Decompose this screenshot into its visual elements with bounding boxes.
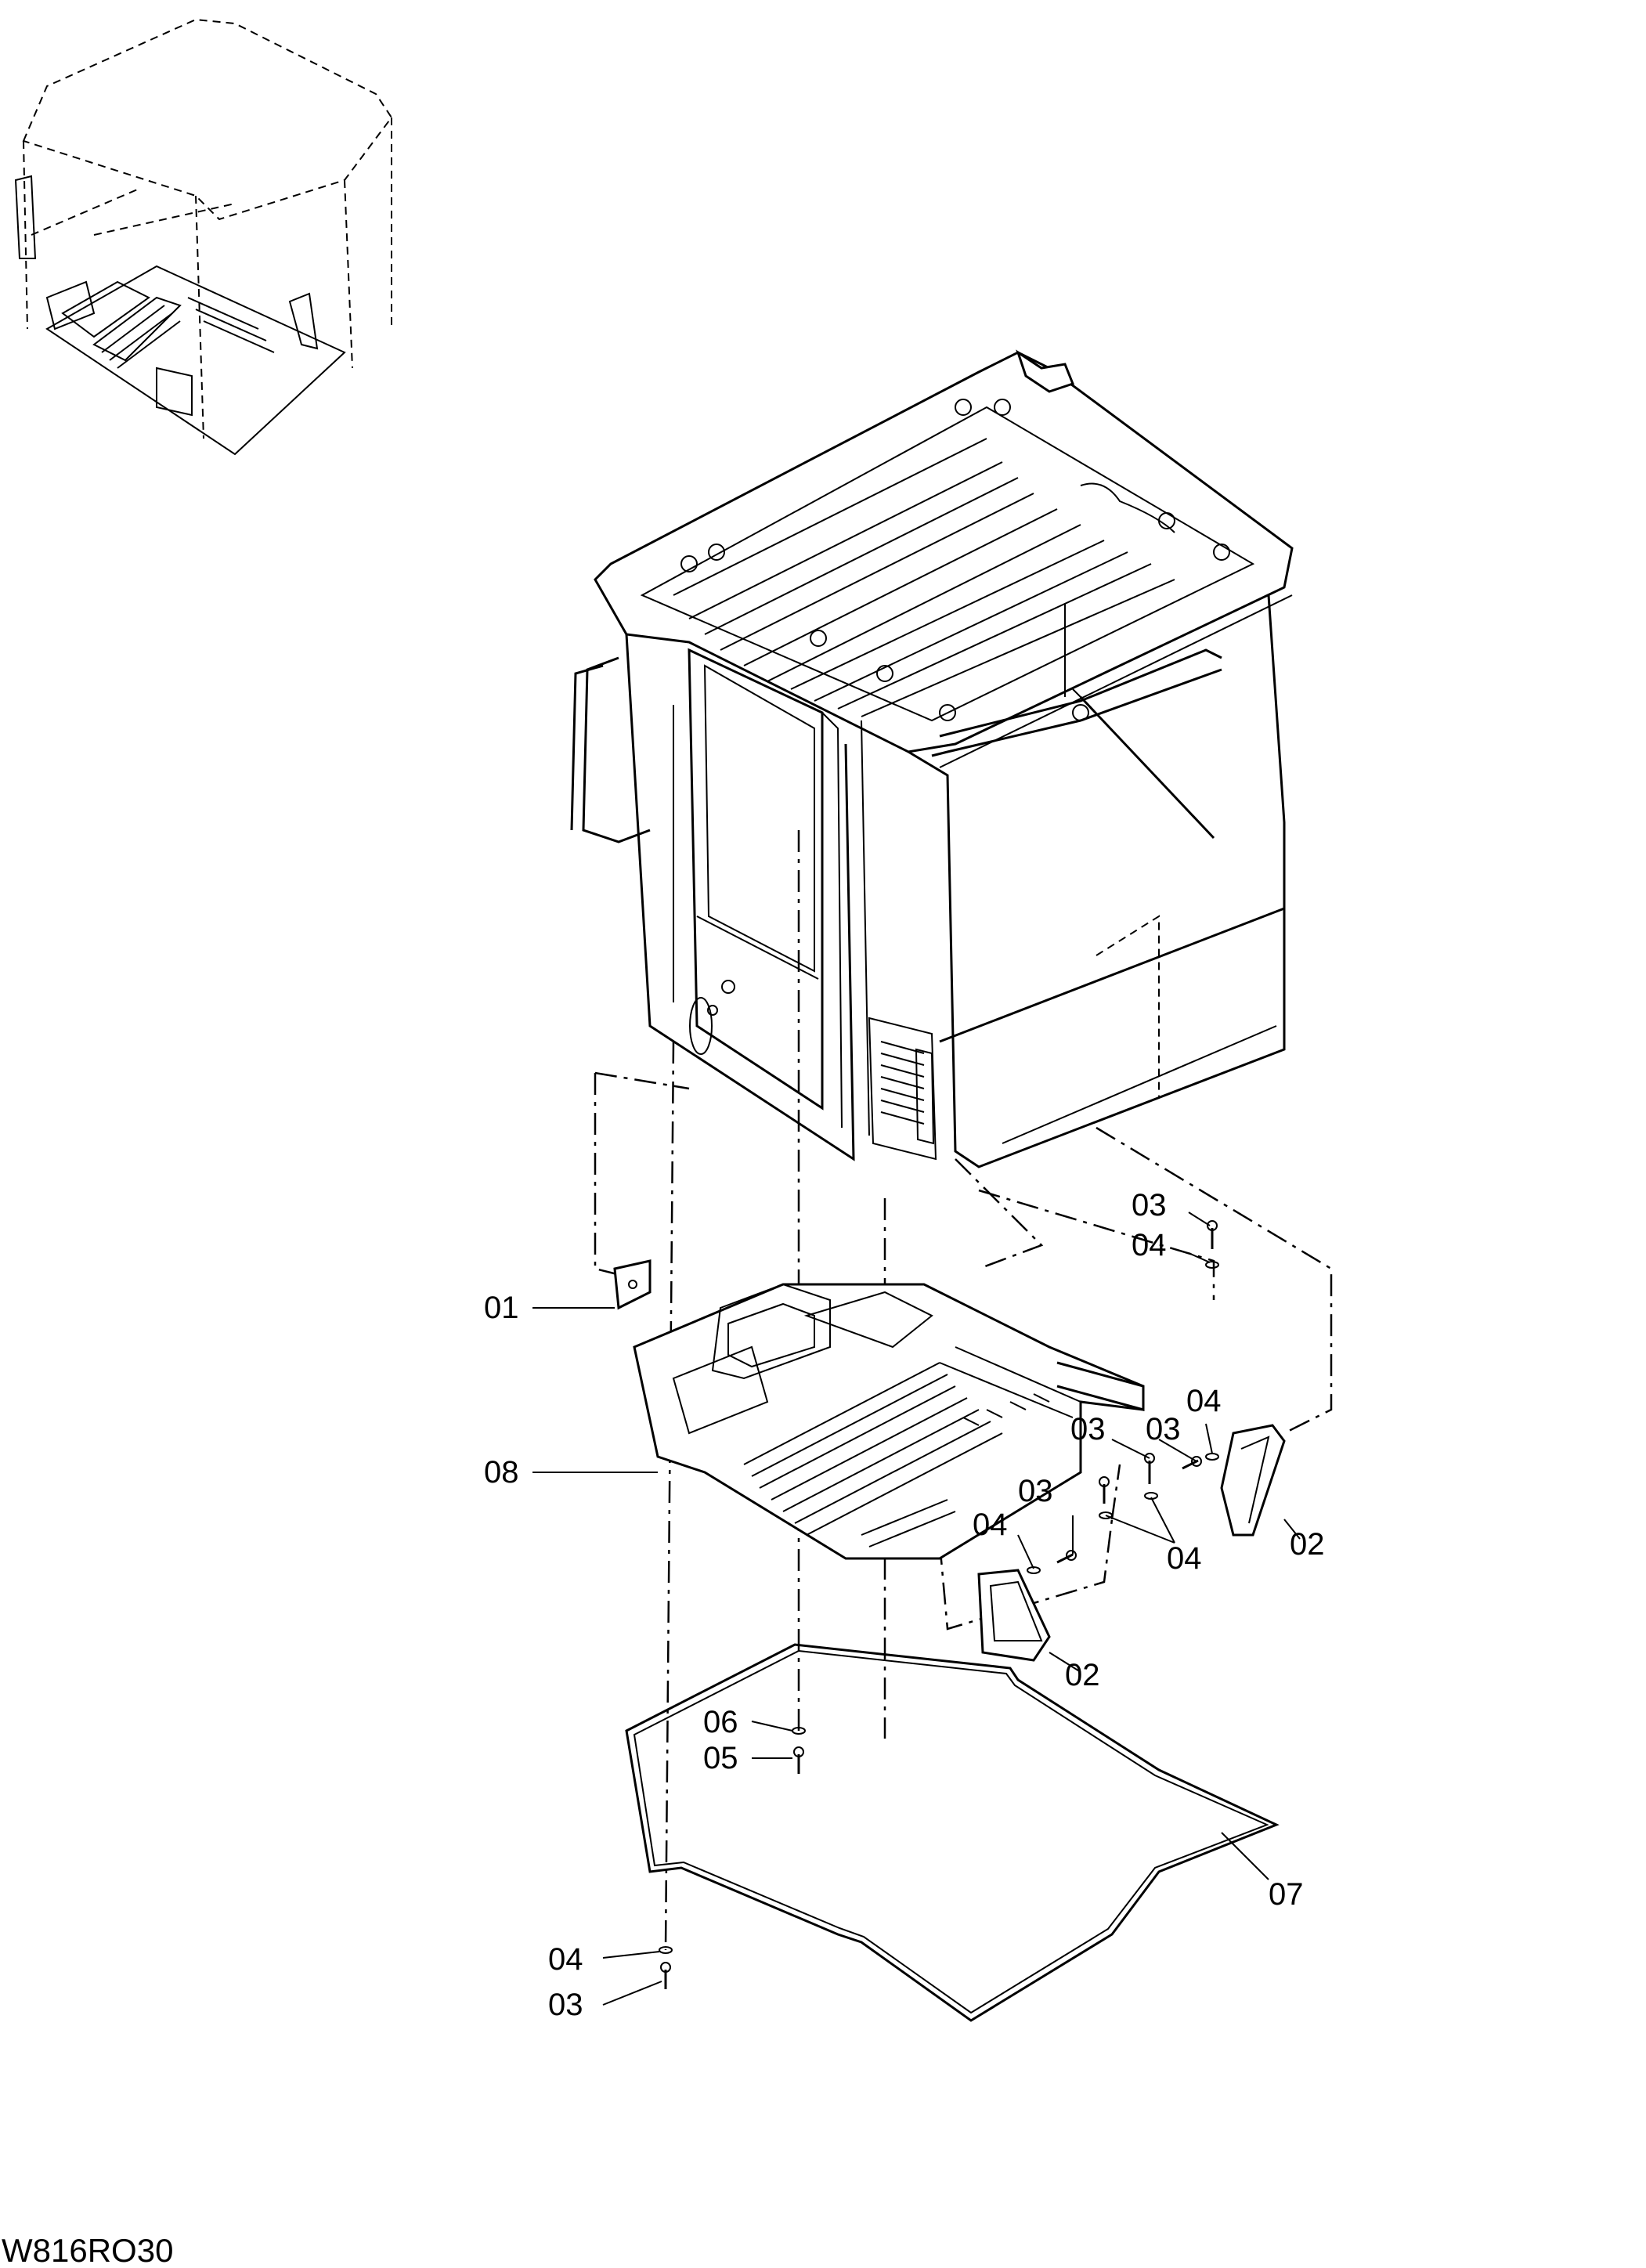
callout-labels: 01 08 03 04 04 03 03 02 04 03 04 02 06 0… <box>484 1188 1325 2022</box>
callout-04: 04 <box>973 1508 1008 1542</box>
cab-assembly <box>570 349 1294 1168</box>
callout-leaders <box>532 1212 1301 2006</box>
callout-03: 03 <box>1018 1474 1053 1508</box>
callout-02: 02 <box>1065 1658 1100 1692</box>
part-01-plate <box>613 1259 652 1310</box>
callout-04: 04 <box>548 1942 583 1977</box>
callout-04: 04 <box>1167 1541 1202 1576</box>
part-02-bracket-left <box>977 1569 1051 1662</box>
callout-04: 04 <box>1186 1384 1222 1418</box>
part-02-bracket-right <box>1220 1424 1286 1537</box>
callout-07: 07 <box>1269 1877 1304 1912</box>
drawing-code: W816RO30 <box>2 2232 173 2268</box>
callout-03: 03 <box>548 1988 583 2022</box>
callout-08: 08 <box>484 1455 519 1490</box>
callout-03: 03 <box>1146 1412 1181 1446</box>
fasteners <box>659 1220 1219 1989</box>
floor-cover <box>633 1283 1145 1560</box>
part-07-floor-mat <box>625 1643 1280 2022</box>
callout-06: 06 <box>703 1705 738 1739</box>
callout-01: 01 <box>484 1291 519 1325</box>
locator-thumbnail <box>14 18 393 456</box>
callout-03: 03 <box>1070 1412 1106 1446</box>
callout-05: 05 <box>703 1741 738 1775</box>
callout-02: 02 <box>1290 1527 1325 1562</box>
callout-04: 04 <box>1132 1228 1167 1262</box>
callout-03: 03 <box>1132 1188 1167 1222</box>
